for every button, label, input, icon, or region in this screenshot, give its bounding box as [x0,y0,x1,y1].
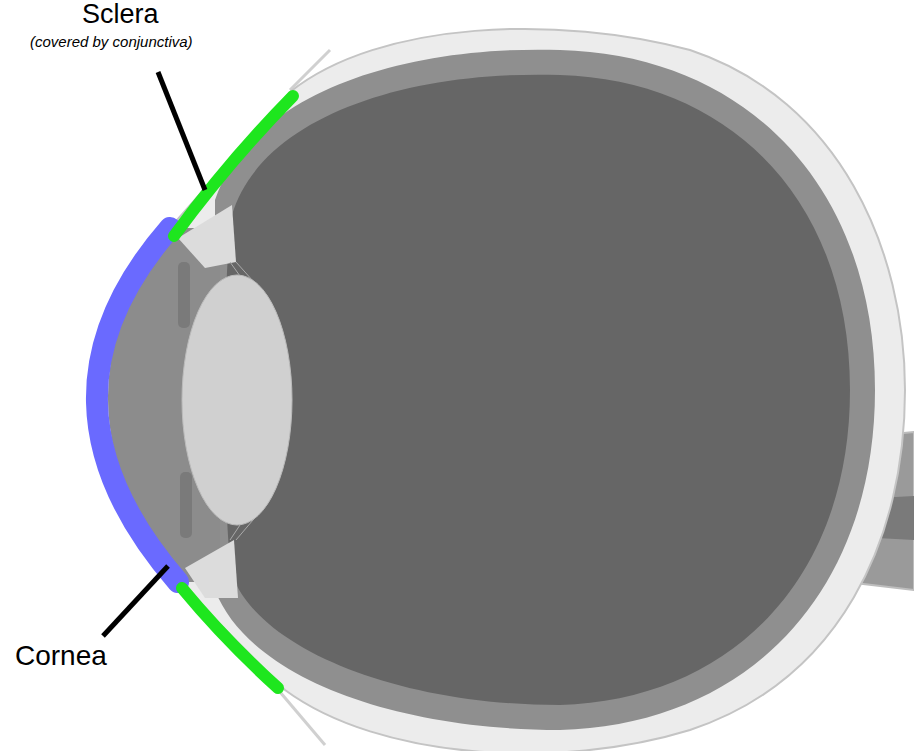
vitreous-body [225,75,851,705]
choroid-layer [215,50,875,730]
part-label: Cornea [15,641,107,672]
cornea [97,228,178,582]
conjunctiva [174,96,293,236]
leader-line [158,72,205,190]
conjunctiva [182,588,278,688]
ciliary-body [185,540,238,598]
iris [180,472,192,538]
sclera-globe [170,29,905,751]
part-label: Sclera [82,0,159,30]
leader-line [103,566,168,636]
lens [182,275,292,525]
part-note: (covered by conjunctiva) [30,34,193,51]
iris [178,262,190,328]
